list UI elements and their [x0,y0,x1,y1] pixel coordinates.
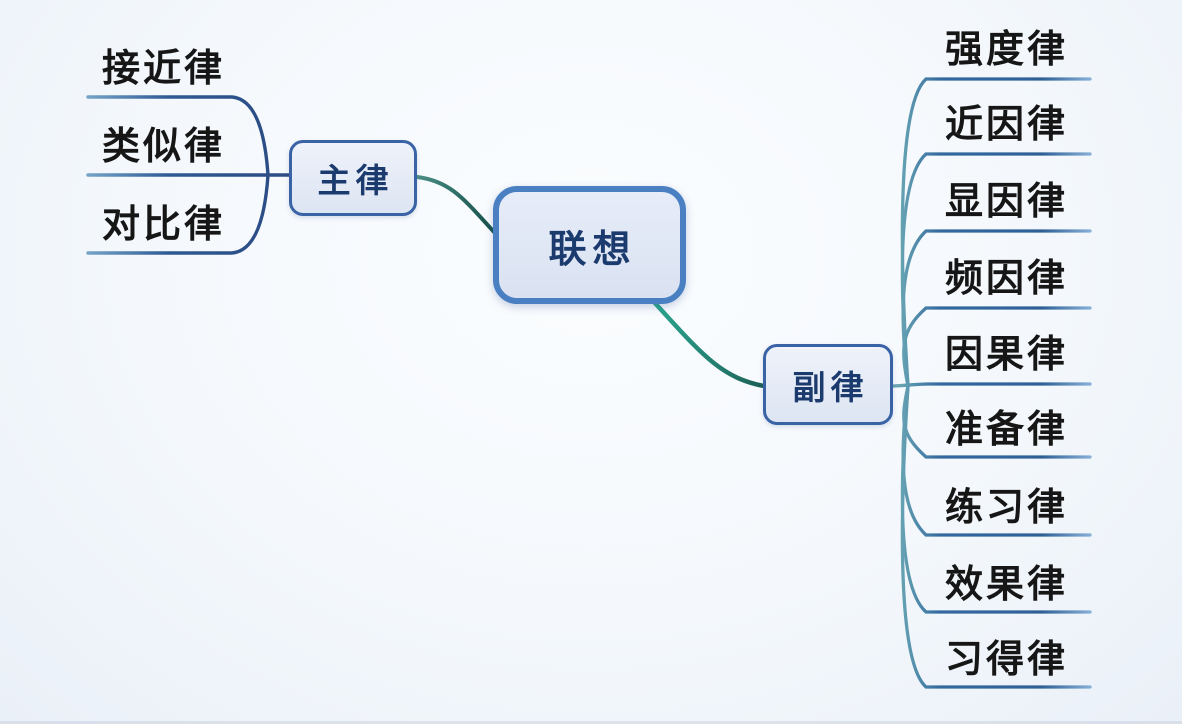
branch-node-sub-law[interactable]: 副律 [763,344,893,425]
leaf-topic-right-9[interactable]: 习得律 [945,639,1069,681]
leaf-topic-right-2[interactable]: 近因律 [945,104,1069,146]
edge-central-to-sub-law [651,299,767,389]
leaf-topic-left-1[interactable]: 接近律 [102,48,226,90]
edge-central-to-main-law [415,175,496,234]
leaf-topic-left-2[interactable]: 类似律 [102,126,226,168]
branch-node-main-law[interactable]: 主律 [289,140,417,216]
leaf-topic-right-7[interactable]: 练习律 [945,487,1069,529]
leaf-topic-right-3[interactable]: 显因律 [945,181,1069,223]
leaf-topic-right-8[interactable]: 效果律 [945,564,1069,606]
bottom-edge-line [0,721,1182,724]
central-topic-node[interactable]: 联想 [493,186,686,304]
leaf-topic-right-4[interactable]: 频因律 [945,258,1069,300]
right-leaf-lines [891,77,1092,689]
leaf-topic-right-6[interactable]: 准备律 [945,409,1069,451]
left-leaf-lines [86,95,291,255]
leaf-topic-left-3[interactable]: 对比律 [102,204,226,246]
leaf-topic-right-1[interactable]: 强度律 [945,29,1069,71]
leaf-topic-right-5[interactable]: 因果律 [945,334,1069,376]
